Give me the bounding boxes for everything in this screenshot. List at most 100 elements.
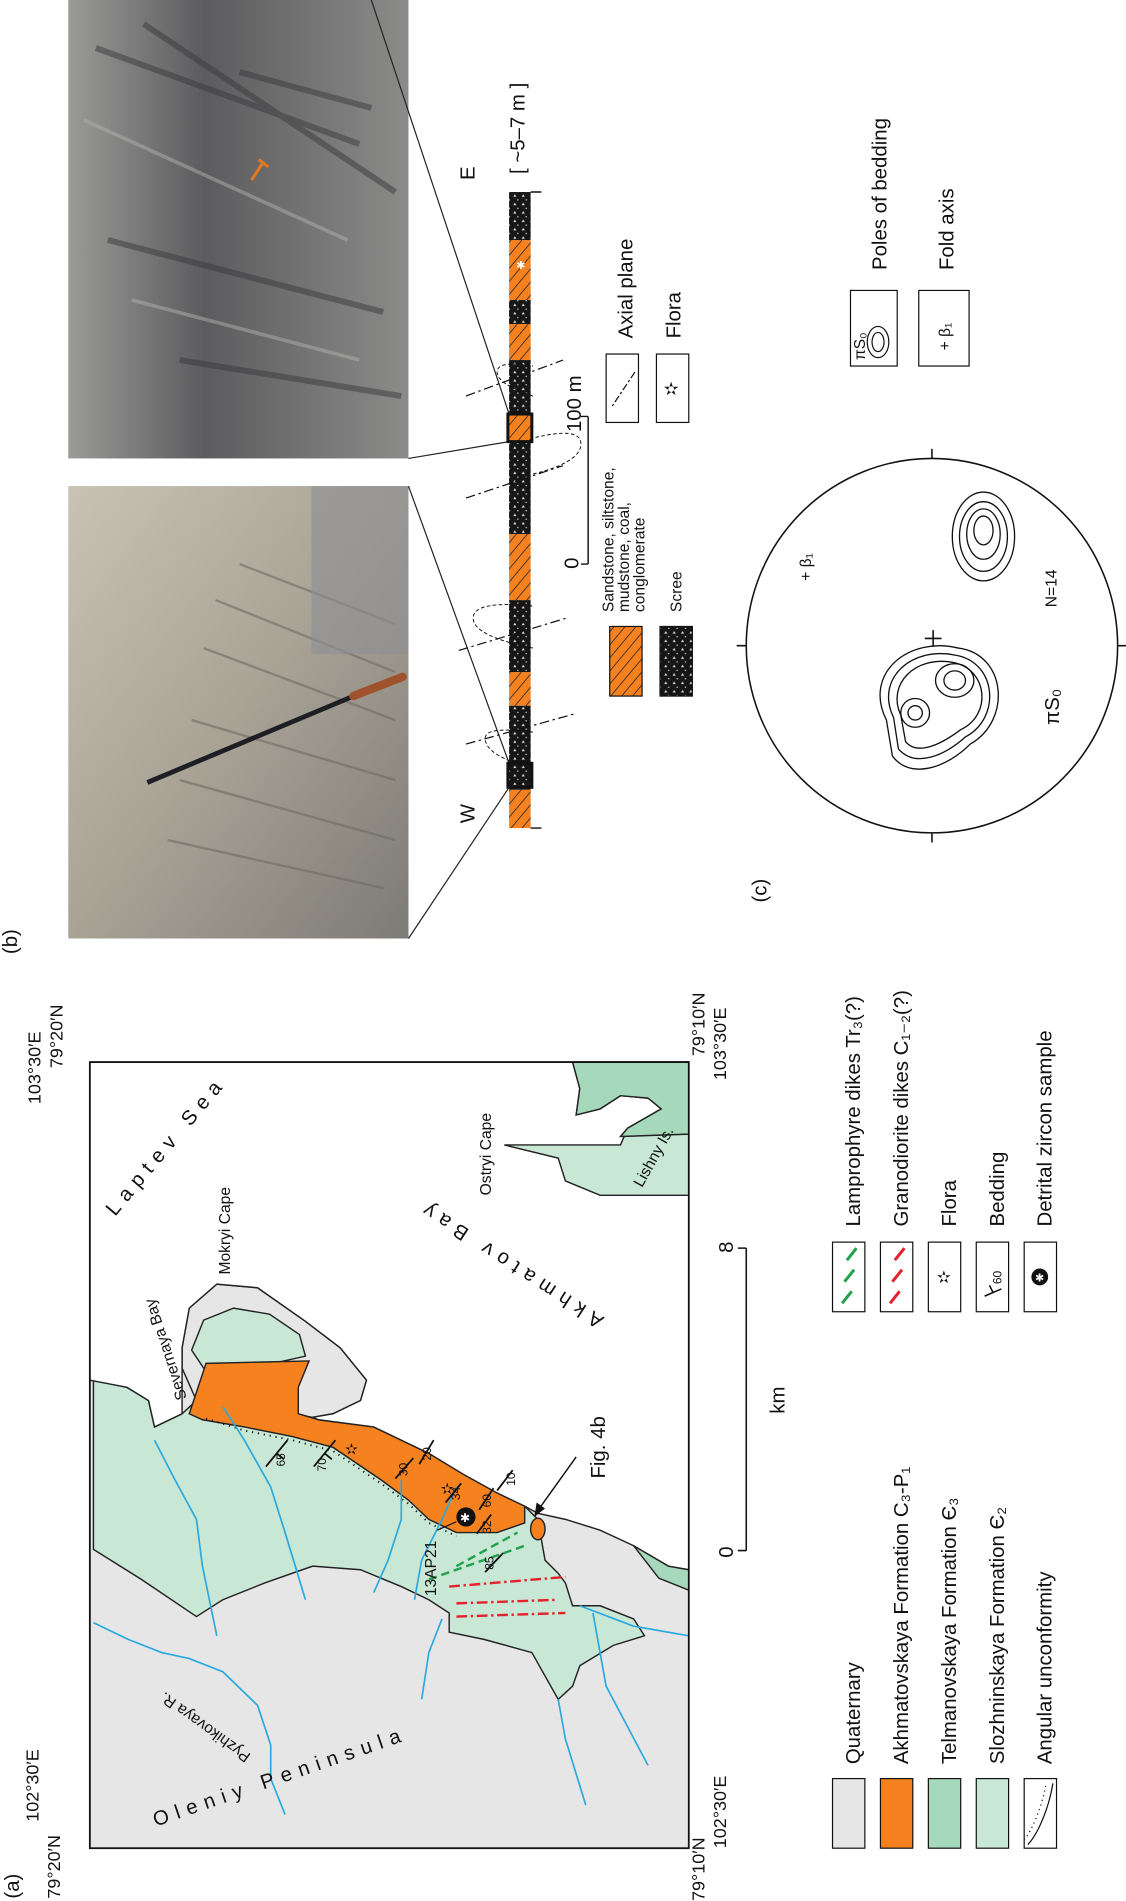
panel-label-a: (a) <box>2 1874 24 1899</box>
map-frame <box>88 1061 690 1850</box>
sandstone-label-line3: conglomerate <box>631 518 648 612</box>
sample-count: N=14 <box>1044 569 1061 607</box>
fold-traces <box>472 363 582 769</box>
bedding-symbols <box>265 1439 514 1573</box>
scree-label: Scree <box>669 571 686 612</box>
hammer-icon <box>250 158 270 181</box>
pole-contours-cluster-2 <box>951 491 1016 582</box>
photo-location-box-east <box>506 412 534 444</box>
flora-icon: ✫ <box>441 1481 455 1498</box>
telmanovskaya-swatch <box>927 1777 962 1849</box>
geologic-map: 65 70 30 20 34 60 32 10 85 ✫ ✫ ✱ 13AP21 … <box>88 1061 690 1850</box>
fold-axis-symbol: + β₁ <box>937 323 954 351</box>
photo-location-box-west <box>506 761 534 789</box>
sea <box>89 1061 690 1571</box>
zircon-sample-icon: ✱ <box>436 1507 476 1531</box>
cross-section: ✱ <box>458 191 582 829</box>
photo-connector-lines <box>370 0 510 939</box>
sandstone-swatch <box>609 625 643 697</box>
bedding-icon <box>984 1284 1002 1297</box>
quaternary-swatch <box>831 1777 866 1849</box>
flora-icon: ✱ <box>516 260 525 272</box>
pole-label: πS₀ <box>1042 689 1064 725</box>
unconformity-label: Angular unconformity <box>1035 1571 1057 1765</box>
fig-4b-callout: Fig. 4b <box>588 1416 610 1478</box>
granodiorite-dikes <box>449 1575 566 1618</box>
rivers <box>93 1406 689 1815</box>
panel-label-b: (b) <box>0 929 22 954</box>
section-legend: Sandstone, siltstone, mudstone, coal, co… <box>600 239 693 697</box>
outcrop-photo-west <box>68 486 409 939</box>
map-legend-units: Quaternary Akhmatovskaya Formation C₃-P₁… <box>831 1467 1058 1849</box>
flora-legend-label: Flora <box>939 1179 961 1226</box>
fold-axis-marker: + β₁ <box>798 553 815 581</box>
sandstone-label-line2: mudstone, coal, <box>616 502 633 612</box>
coord-top-right-lat: 79°20′N <box>46 1005 66 1069</box>
lamprophyre-dikes <box>428 1531 526 1581</box>
dip-value: 85 <box>483 1556 497 1570</box>
panel-label-c: (c) <box>750 879 772 903</box>
section-scale-start: 0 <box>562 558 584 569</box>
svg-text:✱: ✱ <box>460 1511 470 1525</box>
stereonet: + β₁ πS₀ N=14 <box>736 448 1126 843</box>
slozhninskaya-label: Slozhninskaya Formation Є₂ <box>987 1507 1009 1764</box>
telmanovskaya-label: Telmanovskaya Formation Є₃ <box>939 1498 961 1765</box>
dip-value: 65 <box>274 1453 288 1467</box>
dip-value: 60 <box>480 1494 494 1508</box>
coord-top-left-lon: 102°30′E <box>22 1749 42 1822</box>
map-coordinates: 102°30′E 79°20′N 103°30′E 79°20′N 79°10′… <box>22 993 730 1901</box>
bedding-dip-values: 65 70 30 20 34 60 32 10 85 <box>274 1447 518 1570</box>
granodiorite-label: Granodiorite dikes C₁₋₂(?) <box>891 990 913 1226</box>
dip-value: 20 <box>420 1447 434 1461</box>
coord-bottom-left-lon: 102°30′E <box>710 1776 730 1849</box>
sample-id-label: 13AP21 <box>423 1541 440 1596</box>
mokryi-cape-label: Mokryi Cape <box>217 1187 234 1275</box>
coord-bottom-right-lon: 103°30′E <box>710 1008 730 1081</box>
flora-icon: ✫ <box>345 1442 359 1459</box>
lamprophyre-label: Lamprophyre dikes Tr₃(?) <box>843 996 865 1226</box>
section-scale-end: 100 m <box>564 375 586 432</box>
poles-symbol: πS₀ <box>852 332 869 360</box>
flora-label: Flora <box>663 291 685 338</box>
pole-contours-cluster-1 <box>879 645 999 770</box>
svg-text:✱: ✱ <box>1035 1273 1044 1285</box>
dip-value: 10 <box>504 1472 518 1486</box>
section-scale-bar: 0 100 m <box>562 375 589 569</box>
akhmatovskaya-swatch <box>879 1777 914 1849</box>
dip-value: 34 <box>449 1486 463 1500</box>
rifle-icon <box>146 691 361 785</box>
flora-icon: ✫ <box>937 1268 951 1287</box>
map-scale-bar: 0 8 km <box>716 1242 789 1558</box>
axial-plane-label: Axial plane <box>615 239 637 339</box>
axial-plane-traces <box>458 359 574 745</box>
map-scale-start: 0 <box>716 1546 738 1557</box>
outcrop-photo-east <box>68 0 409 459</box>
stereonet-legend: πS₀ Poles of bedding + β₁ Fold axis <box>849 118 970 367</box>
zircon-sample-icon <box>1031 1268 1049 1286</box>
map-legend-symbols: Lamprophyre dikes Tr₃(?) Granodiorite di… <box>831 990 1058 1313</box>
dip-value: 70 <box>315 1458 329 1472</box>
flora-icon: ✫ <box>664 379 679 399</box>
zircon-legend-label: Detrital zircon sample <box>1035 1030 1057 1226</box>
ostryi-cape-label: Ostryi Cape <box>478 1113 495 1195</box>
dip-value: 32 <box>480 1520 494 1534</box>
scree-swatch <box>659 625 693 697</box>
bedding-legend-label: Bedding <box>987 1152 1009 1227</box>
akhmatovskaya-label: Akhmatovskaya Formation C₃-P₁ <box>891 1467 913 1765</box>
poles-of-bedding-label: Poles of bedding <box>869 118 891 270</box>
section-height-note: [ ~5–7 m ] <box>508 83 530 174</box>
bedding-legend-value: 60 <box>990 1270 1004 1284</box>
fig-4b-arrow <box>534 1456 577 1517</box>
fold-axis-label: Fold axis <box>937 188 959 270</box>
dip-value: 30 <box>396 1462 410 1476</box>
section-east-label: E <box>457 166 479 180</box>
quaternary-label: Quaternary <box>843 1661 865 1764</box>
flora-swatch <box>655 353 690 424</box>
map-scale-unit: km <box>768 1387 790 1414</box>
coord-top-left-lat: 79°20′N <box>44 1835 64 1899</box>
map-scale-end: 8 <box>716 1242 738 1253</box>
coord-bottom-right-lat: 79°10′N <box>688 993 708 1057</box>
coord-top-right-lon: 103°30′E <box>25 1032 45 1105</box>
coord-bottom-left-lat: 79°10′N <box>688 1837 708 1901</box>
